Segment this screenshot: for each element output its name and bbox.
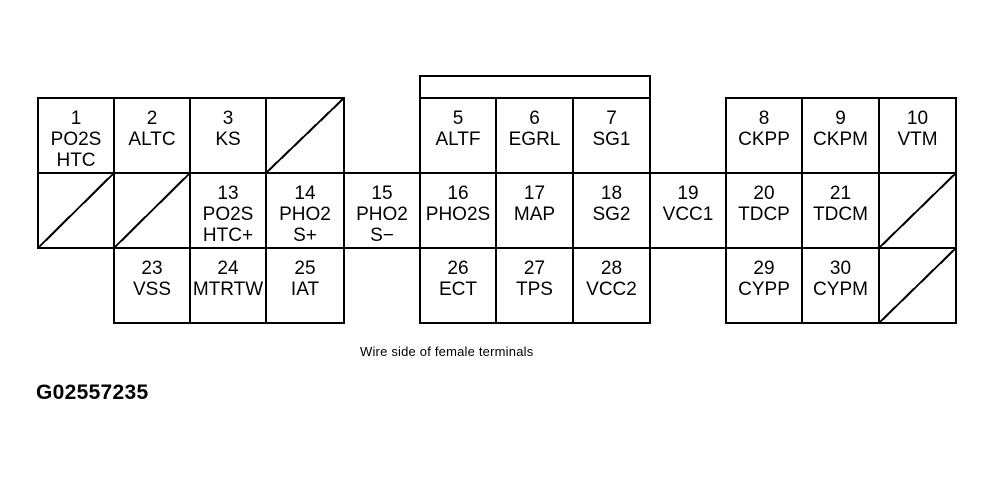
terminal-signal-label: PO2S	[51, 129, 102, 150]
terminal-signal-label: PHO2	[279, 204, 331, 225]
terminal-signal-label: KS	[215, 129, 240, 150]
terminal-signal-label: CYPP	[738, 279, 790, 300]
terminal-signal-label: CKPM	[813, 129, 868, 150]
terminal-signal-label: MAP	[514, 204, 555, 225]
terminal-signal-label: MTRTW	[193, 279, 263, 300]
terminal-pin-number: 21	[830, 183, 851, 204]
terminal-pin-number: 1	[71, 108, 82, 129]
terminal-signal-label: IAT	[291, 279, 320, 300]
terminal-signal-label: PO2S	[203, 204, 254, 225]
terminal-pin-number: 16	[447, 183, 468, 204]
terminal-signal-label: SG1	[592, 129, 630, 150]
terminal-signal-label: ALTC	[128, 129, 175, 150]
terminal-signal-label: SG2	[592, 204, 630, 225]
unused-terminal-diagonal	[878, 172, 957, 249]
terminal-signal-label: ECT	[439, 279, 477, 300]
terminal-signal-label: TPS	[516, 279, 553, 300]
terminal-signal-label: VTM	[897, 129, 937, 150]
terminal-pin-number: 25	[294, 258, 315, 279]
terminal-pin-number: 19	[677, 183, 698, 204]
terminal-signal-label: VCC1	[663, 204, 714, 225]
terminal-signal-label: VSS	[133, 279, 171, 300]
unused-terminal-diagonal	[113, 172, 191, 249]
terminal-pin-number: 24	[217, 258, 239, 279]
terminal-pin-number: 3	[223, 108, 234, 129]
terminal-signal-label: HTC+	[203, 225, 253, 246]
unused-terminal-diagonal	[878, 247, 957, 324]
terminal-signal-label: CKPP	[738, 129, 790, 150]
terminal-signal-label: VCC2	[586, 279, 637, 300]
terminal-signal-label: HTC	[56, 150, 95, 171]
terminal-labels: 1PO2SHTC2ALTC3KS5ALTF6EGRL7SG18CKPP9CKPM…	[51, 108, 938, 300]
terminal-signal-label: S+	[293, 225, 317, 246]
terminal-signal-label: TDCP	[738, 204, 790, 225]
terminal-pin-number: 15	[371, 183, 392, 204]
terminal-signal-label: CYPM	[813, 279, 868, 300]
figure-id: G02557235	[36, 381, 149, 404]
terminal-signal-label: PHO2S	[426, 204, 490, 225]
terminal-pin-number: 20	[753, 183, 774, 204]
terminal-pin-number: 27	[524, 258, 545, 279]
terminal-pin-number: 28	[601, 258, 622, 279]
connector-key-tab	[419, 75, 651, 99]
terminal-cell-28	[572, 247, 651, 324]
terminal-pin-number: 29	[753, 258, 774, 279]
terminal-cell-25	[265, 247, 345, 324]
terminal-pin-number: 9	[835, 108, 846, 129]
terminal-pin-number: 8	[759, 108, 770, 129]
terminal-pin-number: 13	[217, 183, 238, 204]
terminal-pin-number: 18	[601, 183, 622, 204]
terminal-pin-number: 6	[529, 108, 540, 129]
terminal-signal-label: S−	[370, 225, 394, 246]
terminal-pin-number: 17	[524, 183, 545, 204]
terminal-pin-number: 2	[147, 108, 158, 129]
unused-terminal-cell	[878, 247, 957, 324]
terminal-pin-number: 26	[447, 258, 468, 279]
terminal-pin-number: 30	[830, 258, 851, 279]
terminal-pin-number: 7	[606, 108, 617, 129]
terminal-pin-number: 10	[907, 108, 928, 129]
terminal-pin-number: 23	[141, 258, 162, 279]
terminal-signal-label: EGRL	[509, 129, 561, 150]
terminal-signal-label: PHO2	[356, 204, 408, 225]
terminal-signal-label: TDCM	[813, 204, 868, 225]
diagram-caption: Wire side of female terminals	[360, 344, 534, 359]
terminal-pin-number: 14	[294, 183, 316, 204]
connector-grid	[37, 75, 957, 324]
terminal-pin-number: 5	[453, 108, 464, 129]
unused-terminal-diagonal	[265, 97, 345, 174]
unused-terminal-diagonal	[37, 172, 115, 249]
terminal-signal-label: ALTF	[435, 129, 480, 150]
